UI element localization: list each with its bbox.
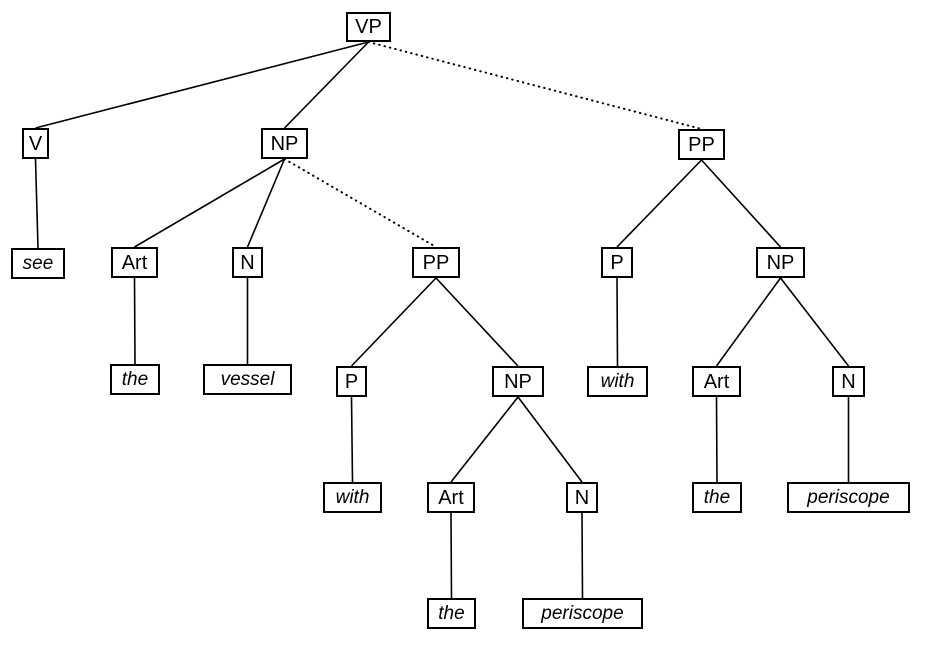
- tree-node-art_mid: Art: [427, 482, 475, 513]
- tree-edge-n_mid-to-periscope_m: [581, 512, 584, 599]
- tree-edge-np1-to-art1: [134, 158, 285, 248]
- tree-node-with_mid: with: [323, 482, 382, 513]
- tree-node-np_right: NP: [756, 247, 805, 278]
- tree-node-periscope_m: periscope: [522, 598, 643, 629]
- tree-node-n_mid: N: [566, 482, 598, 513]
- tree-edge-p_right-to-with_right: [616, 277, 619, 367]
- tree-node-np1: NP: [261, 128, 308, 159]
- tree-edge-np_right-to-art_right: [715, 277, 782, 367]
- tree-node-the_right: the: [692, 482, 742, 513]
- tree-edge-pp_mid-to-p_mid: [350, 277, 437, 367]
- tree-edge-art_right-to-the_right: [715, 396, 718, 483]
- tree-node-periscope_r: periscope: [787, 482, 910, 513]
- tree-node-np_mid: NP: [492, 366, 544, 397]
- tree-node-art_right: Art: [692, 366, 741, 397]
- tree-node-p_mid: P: [336, 366, 367, 397]
- tree-edge-np1-to-n1: [246, 158, 286, 248]
- tree-edge-vp-to-np1: [283, 41, 370, 129]
- tree-edge-np_mid-to-n_mid: [517, 396, 583, 483]
- tree-edge-art_mid-to-the_mid: [450, 512, 453, 599]
- tree-edge-p_mid-to-with_mid: [350, 396, 354, 483]
- tree-node-vp: VP: [346, 12, 391, 42]
- tree-edge-v-to-see: [34, 158, 39, 249]
- tree-node-pp_mid: PP: [412, 247, 460, 278]
- tree-edge-np1-to-pp_mid: [283, 158, 437, 248]
- tree-node-art1: Art: [111, 247, 158, 278]
- tree-node-the1: the: [110, 364, 160, 395]
- tree-edge-vp-to-v: [35, 41, 369, 129]
- tree-edge-np_right-to-n_right: [779, 277, 850, 367]
- tree-edge-np_mid-to-art_mid: [450, 396, 519, 483]
- tree-node-with_right: with: [587, 366, 648, 397]
- tree-edge-pp_right-to-np_right: [700, 159, 782, 248]
- tree-edge-pp_mid-to-np_mid: [435, 277, 519, 367]
- tree-edge-vp-to-pp_right: [367, 41, 703, 130]
- tree-node-see: see: [11, 248, 65, 279]
- tree-node-n_right: N: [832, 366, 865, 397]
- tree-node-pp_right: PP: [678, 129, 725, 160]
- tree-node-p_right: P: [601, 247, 633, 278]
- tree-edge-pp_right-to-p_right: [616, 159, 703, 248]
- tree-node-vessel: vessel: [203, 364, 292, 395]
- tree-node-v: V: [22, 128, 49, 159]
- tree-node-the_mid: the: [427, 598, 476, 629]
- tree-edge-art1-to-the1: [133, 277, 136, 365]
- tree-node-n1: N: [232, 247, 263, 278]
